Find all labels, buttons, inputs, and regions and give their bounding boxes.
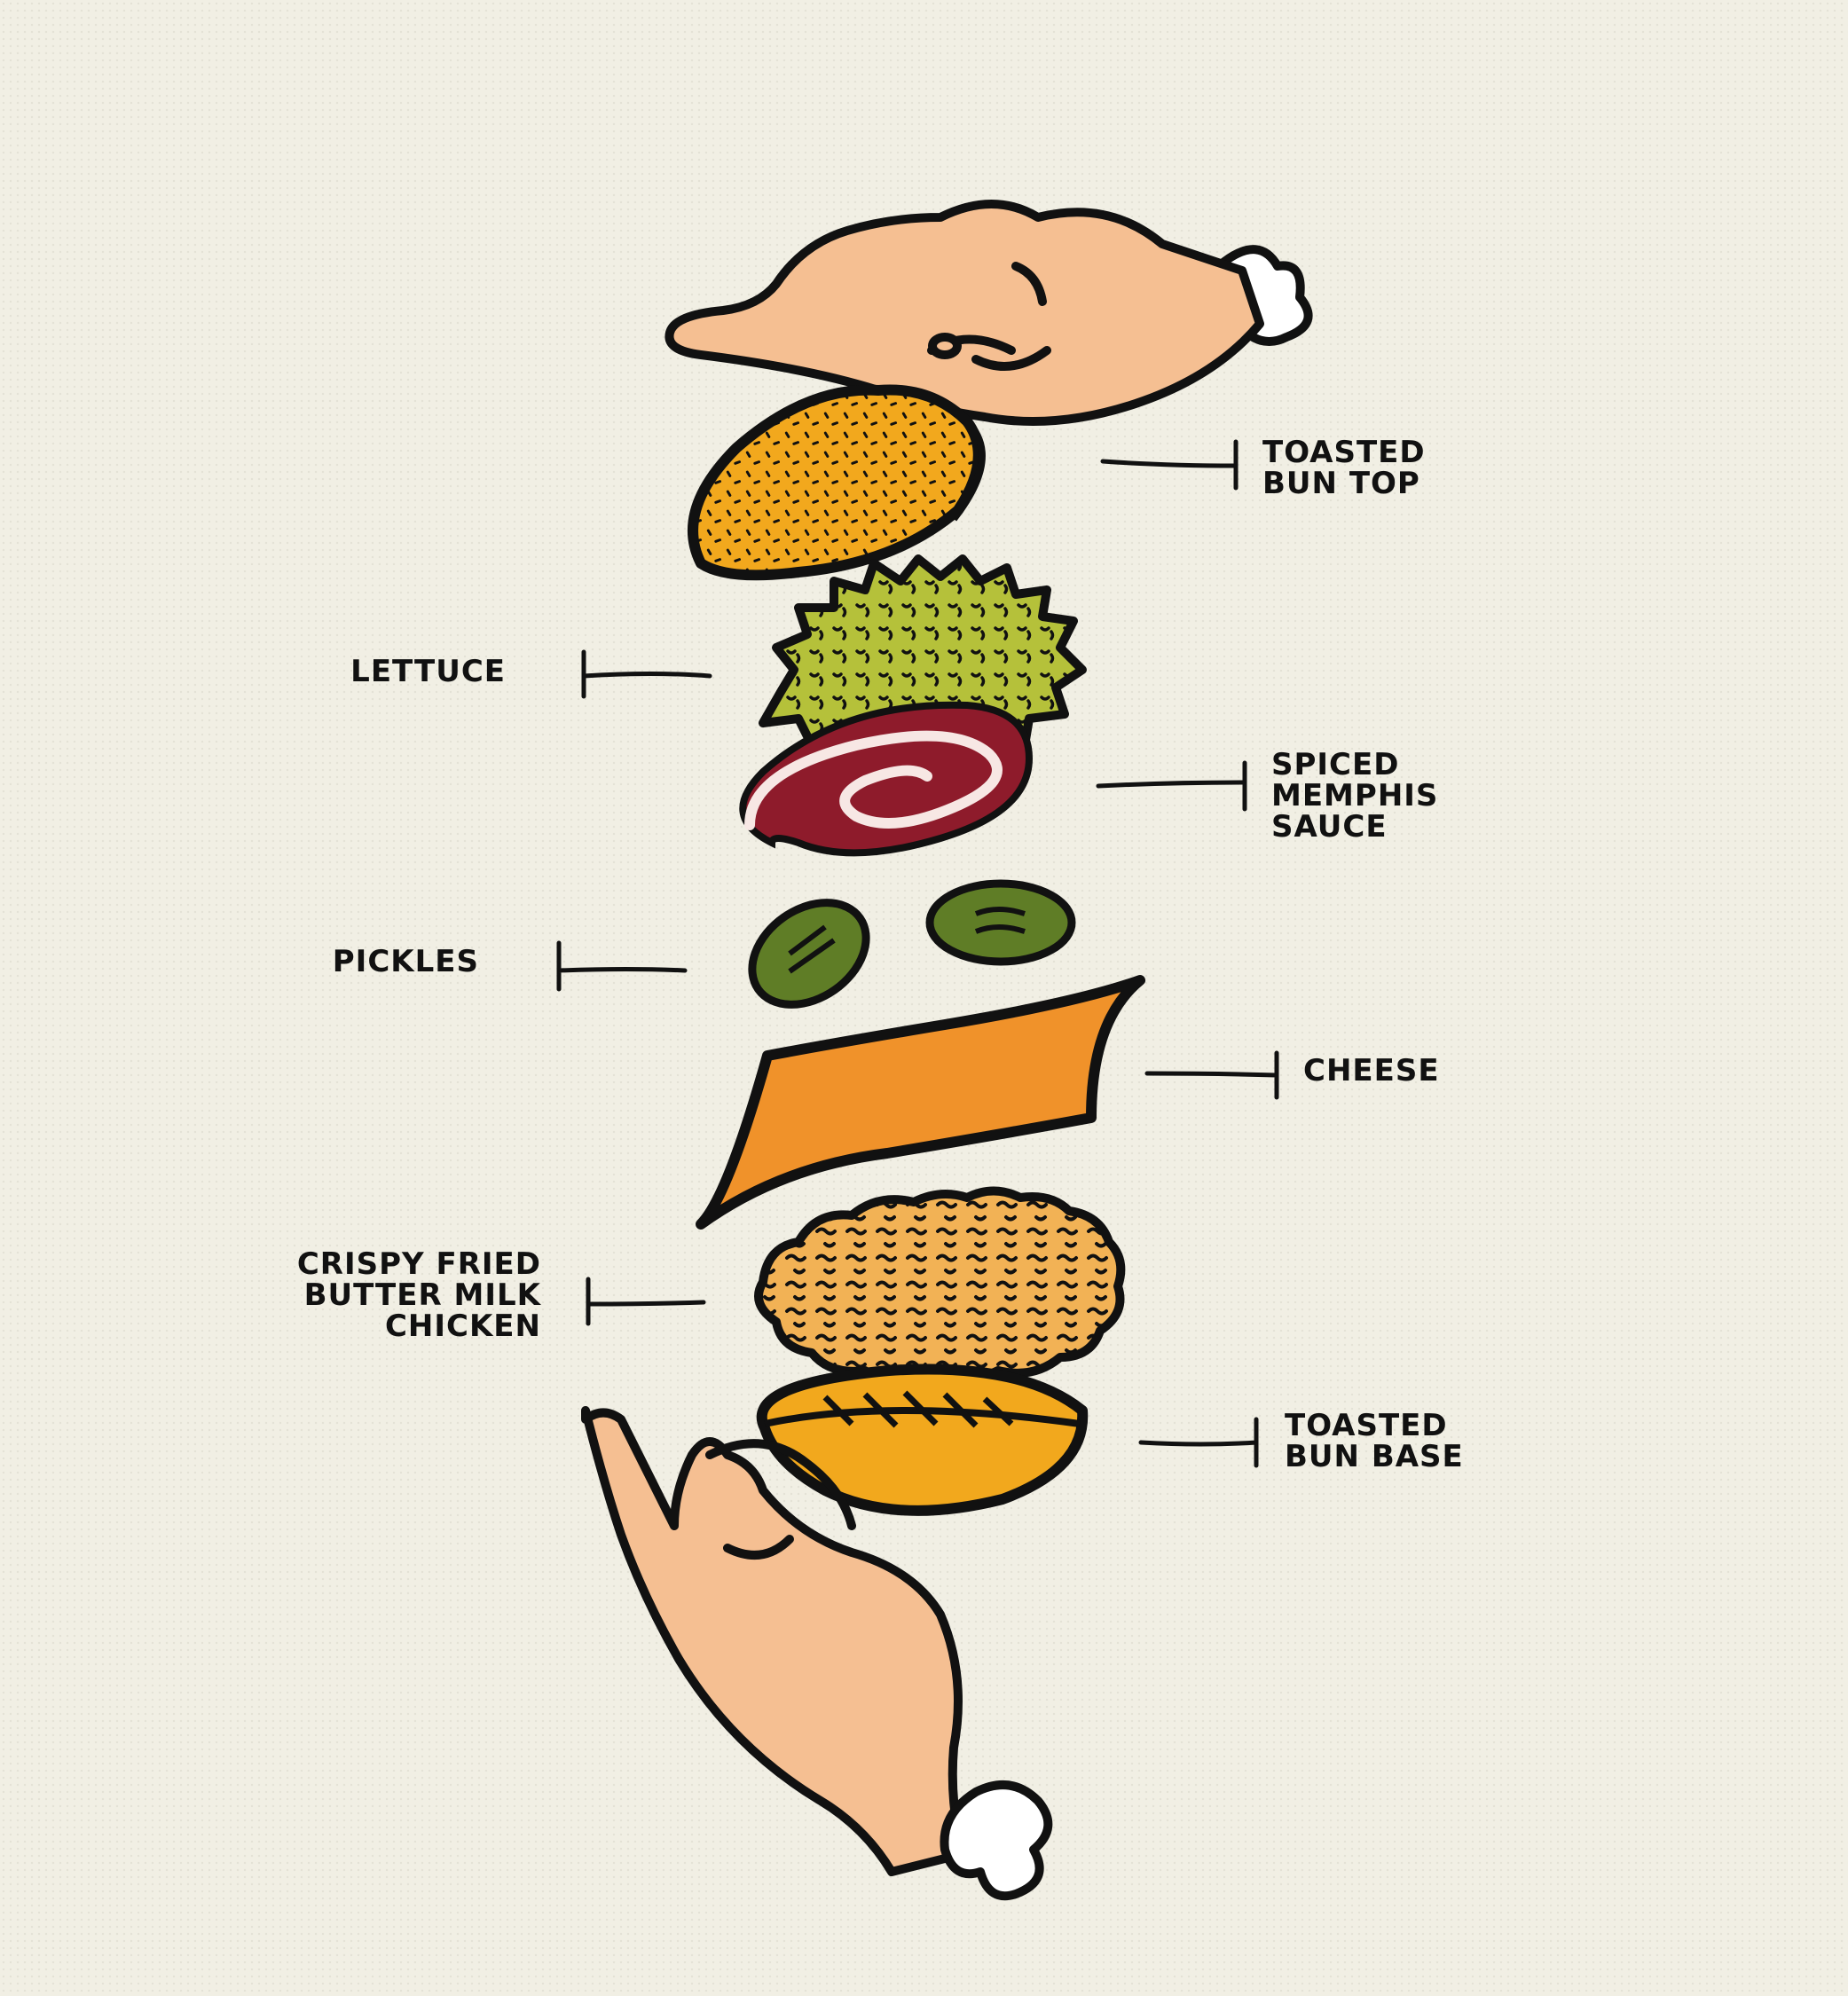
leader-cheese (1144, 1050, 1279, 1100)
label-cheese: CHEESE (1303, 1056, 1440, 1087)
label-bun-top: TOASTED BUN TOP (1262, 437, 1426, 499)
chicken-icon (754, 1186, 1126, 1386)
label-bun-base-line2: BUN BASE (1285, 1439, 1464, 1474)
leader-lettuce (581, 649, 712, 699)
leader-sauce (1096, 760, 1247, 812)
label-pickles: PICKLES (319, 947, 479, 978)
bun-top-icon (688, 384, 986, 581)
leader-lines (556, 439, 1279, 1468)
leader-bun-top (1100, 439, 1239, 491)
top-hand-icon (664, 200, 1313, 426)
label-chicken: CRISPY FRIED BUTTER MILK CHICKEN (266, 1249, 541, 1342)
label-sauce-line2: MEMPHIS (1271, 778, 1439, 813)
bun-base-icon (756, 1363, 1089, 1516)
sauce-swirl-icon (739, 701, 1034, 857)
label-chicken-line1: CRISPY FRIED (296, 1246, 541, 1282)
label-sauce: SPICED MEMPHIS SAUCE (1271, 750, 1438, 843)
label-cheese-line1: CHEESE (1303, 1053, 1440, 1088)
leader-bun-base (1138, 1417, 1259, 1468)
pickles-icon (748, 879, 1076, 1009)
label-lettuce-line1: LETTUCE (350, 654, 506, 689)
label-sauce-line3: SAUCE (1271, 809, 1388, 845)
label-pickles-line1: PICKLES (332, 944, 479, 979)
label-bun-top-line2: BUN TOP (1262, 466, 1420, 501)
leader-chicken (586, 1277, 706, 1326)
label-chicken-line3: CHICKEN (384, 1308, 541, 1344)
cheese-icon (696, 975, 1145, 1230)
label-lettuce: LETTUCE (337, 656, 506, 688)
bottom-hand-icon (581, 1406, 1053, 1901)
label-bun-base-line1: TOASTED (1285, 1408, 1448, 1443)
label-chicken-line2: BUTTER MILK (303, 1277, 541, 1313)
leader-pickles (556, 940, 688, 992)
label-bun-top-line1: TOASTED (1262, 435, 1426, 470)
label-sauce-line1: SPICED (1271, 747, 1400, 782)
label-bun-base: TOASTED BUN BASE (1285, 1411, 1464, 1473)
